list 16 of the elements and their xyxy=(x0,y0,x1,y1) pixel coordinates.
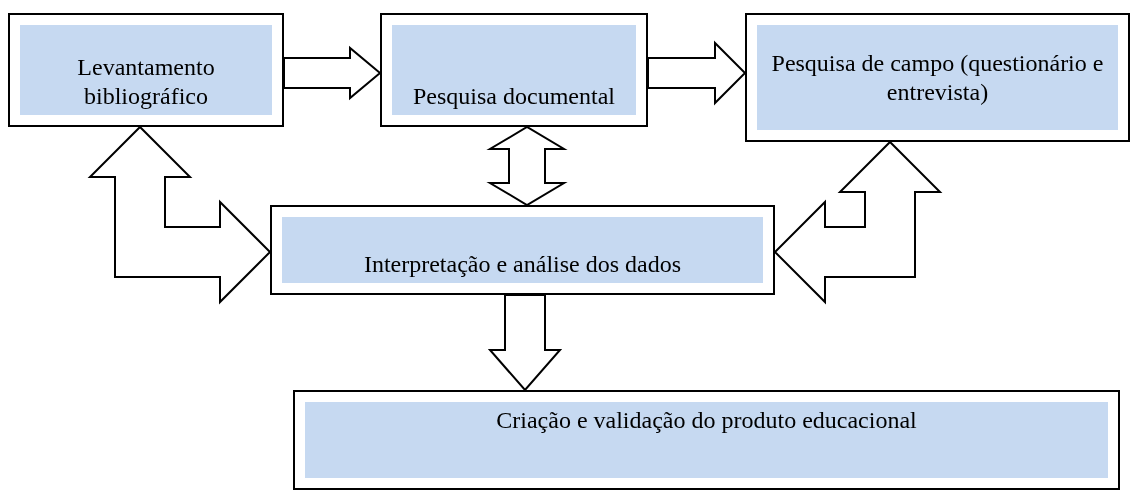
block-arrow xyxy=(486,125,568,207)
block-arrow xyxy=(487,294,563,392)
box-label: Pesquisa documental xyxy=(413,82,615,111)
process-box xyxy=(8,13,284,127)
box-label: Pesquisa de campo (questionário e entrevista) xyxy=(770,48,1105,107)
process-box xyxy=(380,13,648,127)
block-arrow xyxy=(283,45,382,101)
block-arrow xyxy=(773,140,943,305)
box-label: Interpretação e análise dos dados xyxy=(363,250,682,279)
block-arrow xyxy=(87,125,272,305)
block-arrow xyxy=(647,40,747,106)
process-box xyxy=(270,205,775,295)
box-label: Levantamento bibliográfico xyxy=(76,53,216,111)
process-box xyxy=(745,13,1130,142)
box-label: Criação e validação do produto educacional xyxy=(496,406,917,435)
process-box xyxy=(293,390,1120,490)
